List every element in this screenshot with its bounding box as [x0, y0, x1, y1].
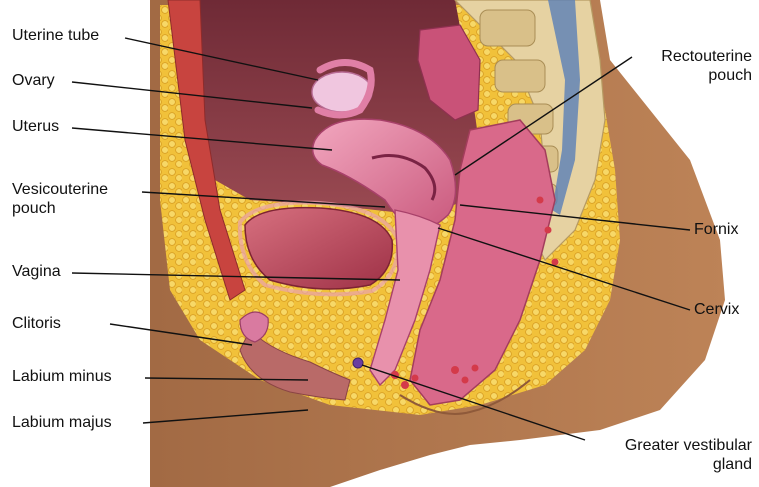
label-greater-vestibular-gland: Greater vestibular gland	[625, 436, 752, 474]
label-ovary: Ovary	[12, 72, 55, 89]
label-uterine-tube: Uterine tube	[12, 27, 100, 44]
leader-labium-majus	[142, 409, 309, 424]
leader-uterus	[71, 127, 333, 151]
bladder	[244, 206, 394, 290]
clitoris	[239, 311, 269, 343]
label-greater-vestibular-line1: Greater vestibular	[624, 437, 752, 454]
label-cervix: Cervix	[694, 301, 740, 318]
vestibular-gland	[352, 357, 364, 369]
uterine-tube	[314, 59, 375, 119]
leader-lines	[71, 37, 691, 441]
label-uterus: Uterus	[12, 118, 60, 135]
leader-fornix	[459, 204, 691, 231]
leader-uterine-tube	[124, 37, 319, 81]
abdominal-muscle	[167, 0, 246, 301]
label-vagina: Vagina	[12, 263, 61, 280]
leader-greater-vestibular	[361, 364, 586, 441]
spinal-canal	[548, 0, 580, 215]
uterine-cavity	[371, 154, 437, 201]
leader-vesicouterine	[141, 191, 386, 208]
label-vesicouterine-line1: Vesicouterine	[12, 181, 109, 198]
leader-labium-minus	[144, 377, 309, 381]
label-labium-minus: Labium minus	[12, 368, 112, 385]
leader-vagina	[71, 272, 401, 281]
vagina	[369, 209, 441, 387]
label-greater-vestibular-line2: gland	[712, 456, 752, 473]
leader-ovary	[71, 81, 313, 109]
leader-clitoris	[109, 323, 253, 346]
buttock-fold	[399, 379, 531, 415]
leader-rectouterine	[454, 56, 633, 176]
rectum	[409, 119, 556, 406]
label-fornix: Fornix	[694, 221, 739, 238]
label-rectouterine-pouch: Rectouterine pouch	[661, 47, 752, 85]
label-vesicouterine-line2: pouch	[12, 200, 56, 217]
label-rectouterine-line1: Rectouterine	[661, 48, 752, 65]
label-vesicouterine-pouch: Vesicouterine pouch	[12, 180, 108, 218]
leader-cervix	[437, 227, 691, 311]
label-rectouterine-line2: pouch	[708, 67, 752, 84]
label-clitoris: Clitoris	[12, 315, 61, 332]
label-labium-majus: Labium majus	[12, 414, 112, 431]
rectum-upper	[417, 24, 481, 121]
blood-vessels	[391, 196, 559, 389]
